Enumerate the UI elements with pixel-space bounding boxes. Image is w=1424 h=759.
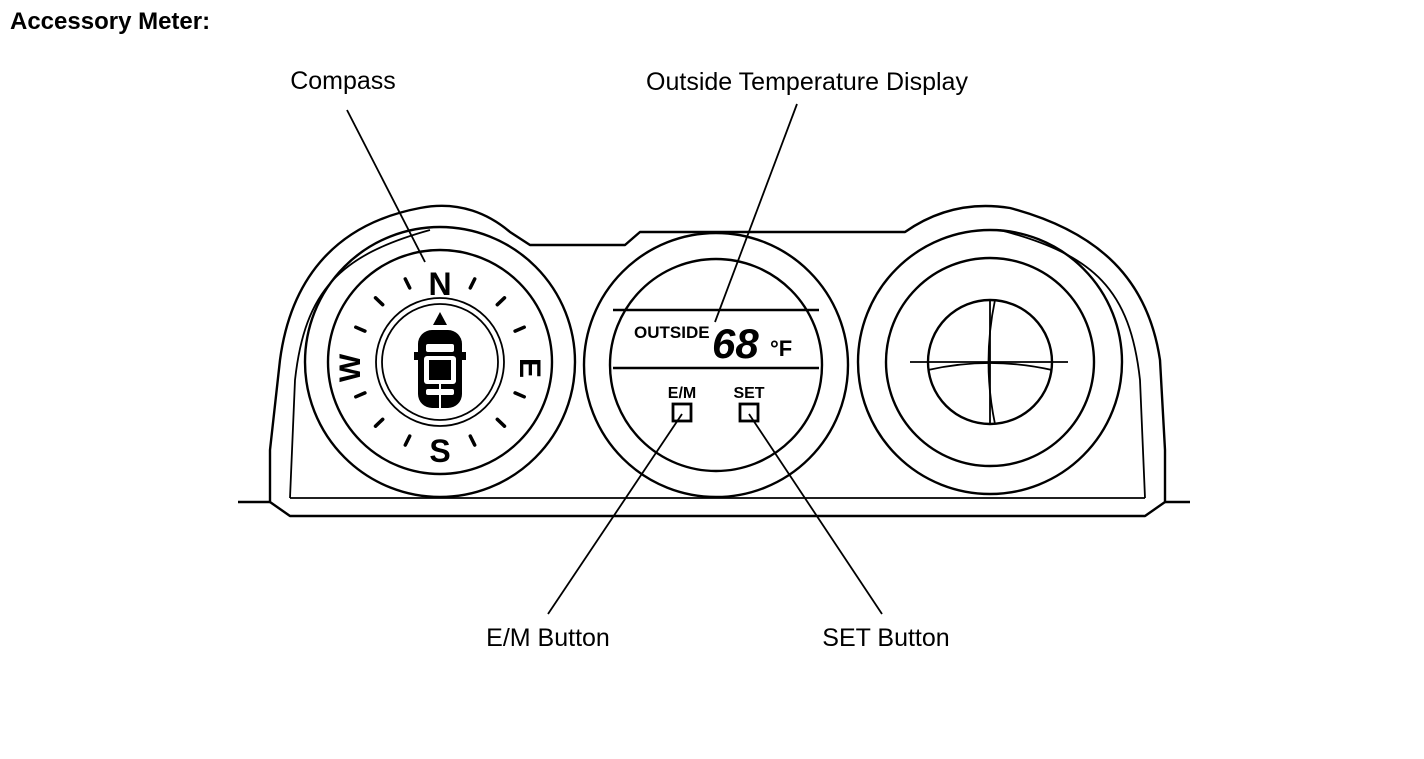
compass-letter-s: S: [429, 433, 450, 469]
set-button-label: SET: [733, 385, 764, 402]
compass-gauge: N S E W: [303, 225, 577, 499]
set-button-callout-label: SET Button: [822, 624, 949, 652]
compass-letter-w: W: [334, 353, 367, 382]
compass-callout-label: Compass: [290, 67, 396, 95]
outside-label: OUTSIDE: [634, 323, 710, 342]
compass-letter-n: N: [428, 266, 451, 302]
temperature-value: 68: [712, 320, 759, 367]
heading-arrow-icon: [433, 312, 447, 325]
set-button-leader-line: [748, 413, 883, 615]
leader-lines: [346, 103, 883, 615]
em-button-callout-label: E/M Button: [486, 624, 610, 652]
car-icon: [414, 330, 466, 408]
outside-temperature-display: OUTSIDE 68 °F: [634, 320, 792, 367]
em-button-label: E/M: [668, 385, 696, 402]
blank-gauge: [856, 228, 1124, 496]
temperature-gauge: OUTSIDE 68 °F E/M SET: [582, 231, 850, 499]
set-button[interactable]: [738, 402, 760, 423]
temperature-unit: °F: [770, 336, 792, 361]
temperature-display-leader-line: [714, 103, 798, 323]
page-title: Accessory Meter:: [10, 8, 211, 35]
compass-leader-line: [346, 109, 426, 263]
em-button[interactable]: [671, 402, 693, 423]
compass-letter-e: E: [513, 358, 546, 378]
compass-tick-marks: [354, 277, 526, 447]
em-button-leader-line: [547, 413, 683, 615]
outside-temperature-display-callout-label: Outside Temperature Display: [646, 68, 968, 96]
